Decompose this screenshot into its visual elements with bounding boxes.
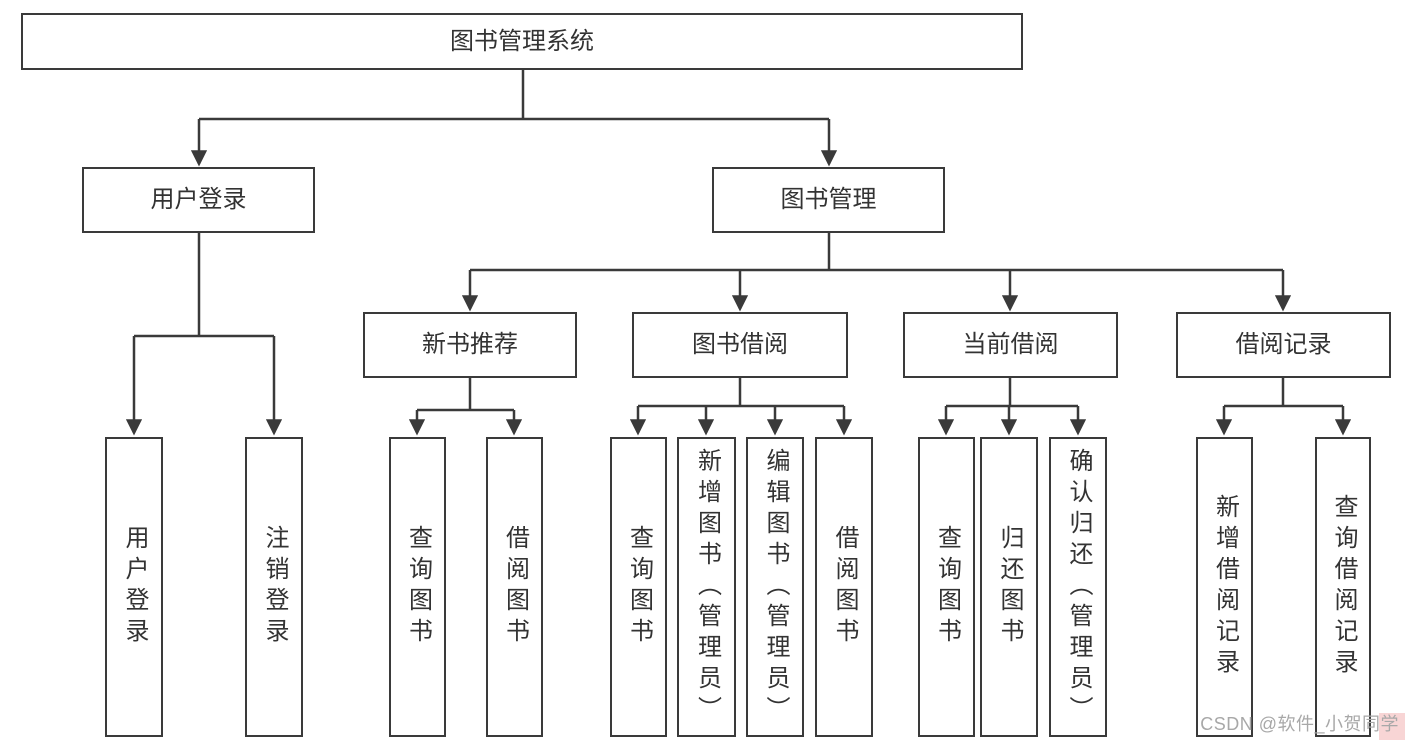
leaf-recommend-borrow-books-label: 借阅图书 <box>501 525 529 649</box>
watermark-text: CSDN @软件_小贺同学 <box>1200 714 1399 734</box>
node-book-management: 图书管理 <box>712 167 945 233</box>
leaf-recommend-borrow-books: 借阅图书 <box>486 437 543 737</box>
leaf-edit-book-admin-label: 编辑图书（管理员） <box>762 447 789 727</box>
leaf-current-query-books: 查询图书 <box>918 437 975 737</box>
leaf-return-book: 归还图书 <box>980 437 1038 737</box>
watermark-highlight <box>1379 713 1405 740</box>
node-current-borrowing: 当前借阅 <box>903 312 1118 378</box>
leaf-add-book-admin-label: 新增图书（管理员） <box>693 447 721 727</box>
leaf-user-login: 用户登录 <box>105 437 163 737</box>
leaf-recommend-query-books-label: 查询图书 <box>404 525 432 649</box>
leaf-borrow-query-books-label: 查询图书 <box>625 525 653 649</box>
leaf-edit-book-admin: 编辑图书（管理员） <box>746 437 804 737</box>
leaf-logout-label: 注销登录 <box>261 525 288 649</box>
node-user-login: 用户登录 <box>82 167 315 233</box>
leaf-confirm-return-admin: 确认归还（管理员） <box>1049 437 1107 737</box>
node-borrow-records: 借阅记录 <box>1176 312 1391 378</box>
leaf-confirm-return-admin-label: 确认归还（管理员） <box>1065 447 1092 727</box>
leaf-return-book-label: 归还图书 <box>996 525 1023 649</box>
leaf-user-login-label: 用户登录 <box>121 525 148 649</box>
leaf-borrow-query-books: 查询图书 <box>610 437 667 737</box>
leaf-current-query-books-label: 查询图书 <box>933 525 961 649</box>
leaf-add-borrow-record: 新增借阅记录 <box>1196 437 1253 737</box>
node-root: 图书管理系统 <box>21 13 1023 70</box>
leaf-borrow-book: 借阅图书 <box>815 437 873 737</box>
leaf-recommend-query-books: 查询图书 <box>389 437 446 737</box>
leaf-query-borrow-record: 查询借阅记录 <box>1315 437 1371 737</box>
leaf-query-borrow-record-label: 查询借阅记录 <box>1330 494 1357 680</box>
leaf-logout: 注销登录 <box>245 437 303 737</box>
leaf-add-borrow-record-label: 新增借阅记录 <box>1211 494 1239 680</box>
leaf-add-book-admin: 新增图书（管理员） <box>677 437 736 737</box>
node-new-book-recommend: 新书推荐 <box>363 312 577 378</box>
leaf-borrow-book-label: 借阅图书 <box>831 525 858 649</box>
node-book-borrowing: 图书借阅 <box>632 312 848 378</box>
